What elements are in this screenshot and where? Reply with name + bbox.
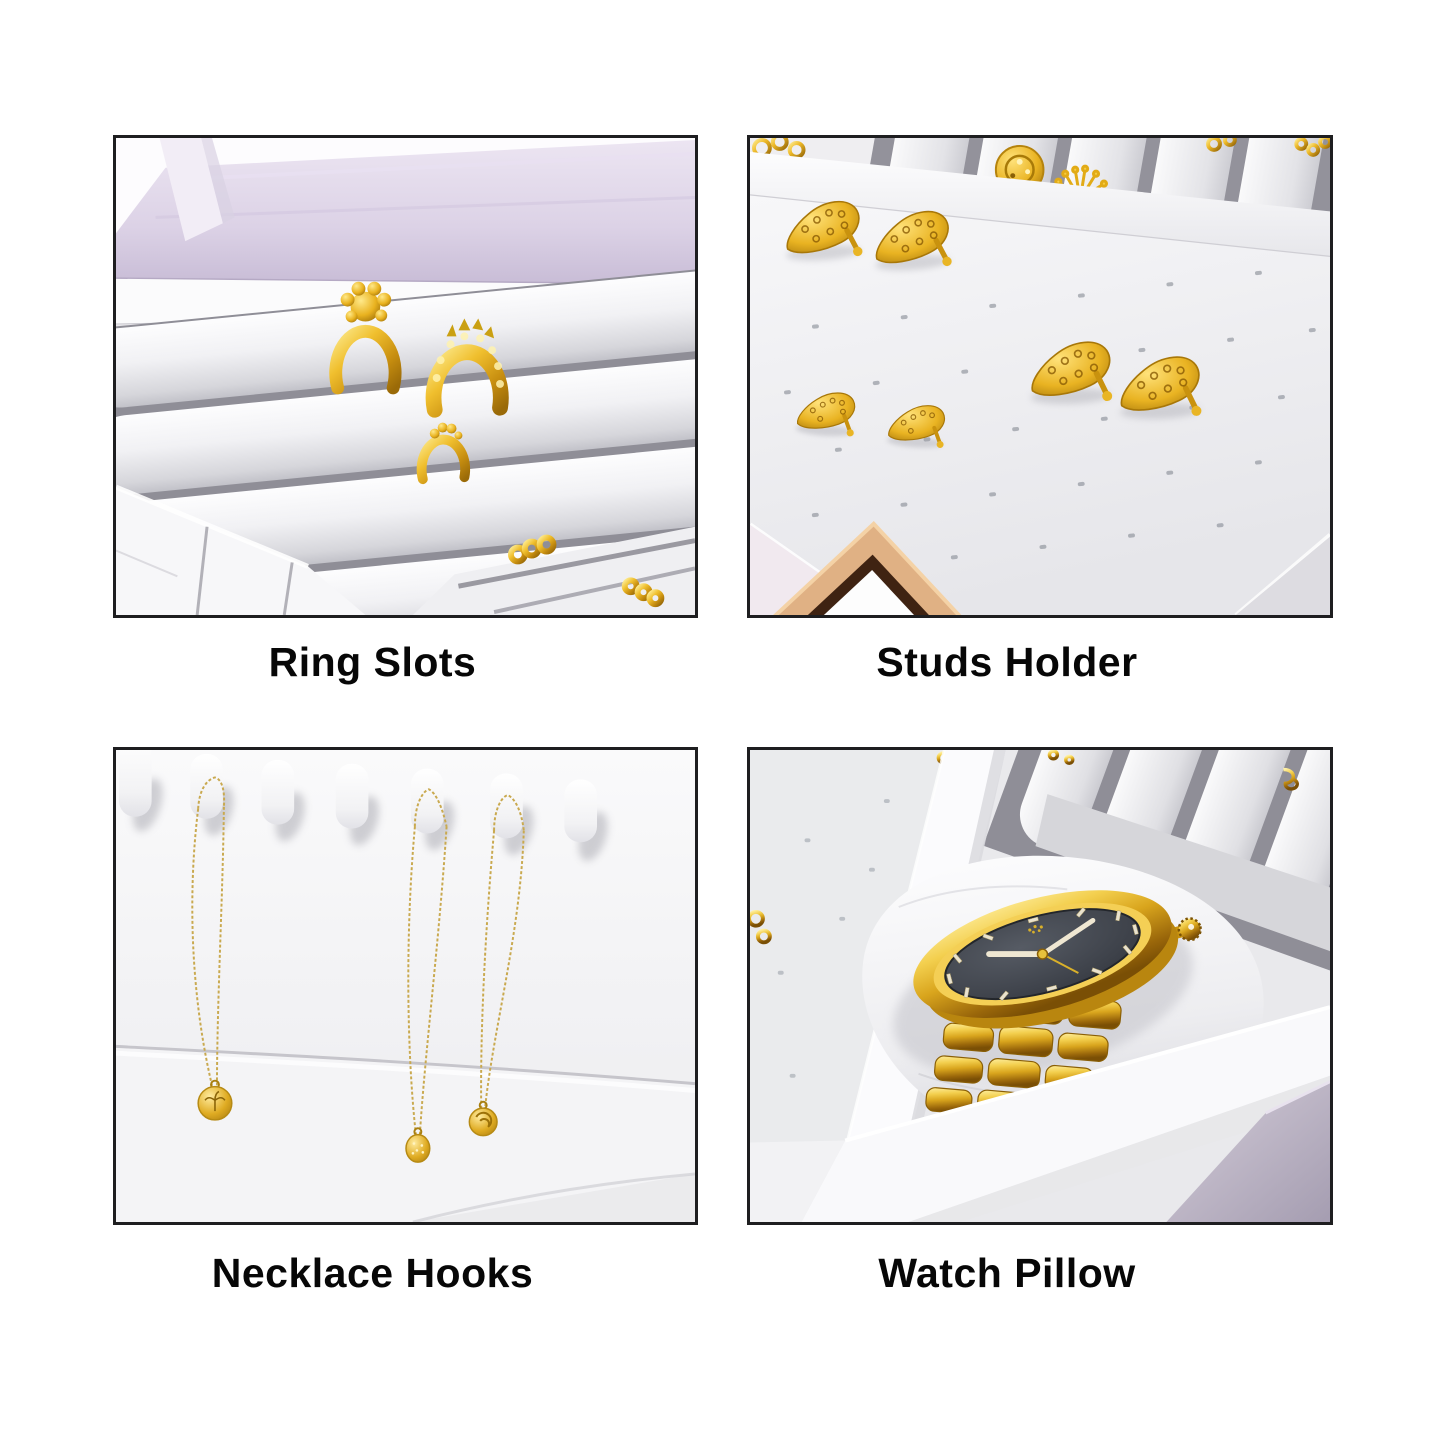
hook: [335, 763, 380, 846]
feature-watch-pillow: Watch Pillow: [747, 747, 1333, 1295]
necklace-hooks-photo: [113, 747, 698, 1225]
gold-chain-pieces: [751, 138, 1330, 159]
gold-ring-small: [416, 422, 471, 485]
lavender-lid: [116, 138, 695, 287]
gold-ring-crown: [329, 281, 402, 395]
pendant-coin: [405, 1127, 431, 1163]
pad-side-shadow: [1235, 536, 1330, 615]
stud-earring: [1119, 355, 1202, 419]
box-exterior: [750, 1080, 1330, 1222]
hook: [490, 773, 534, 856]
hour-markers: [946, 907, 1139, 1002]
necklace-hook-row: [118, 750, 608, 861]
feature-ring-slots: Ring Slots: [113, 135, 698, 684]
necklace: [407, 788, 448, 1135]
necklace: [480, 794, 525, 1108]
feature-studs-holder: Studs Holder: [747, 135, 1333, 684]
hook: [564, 779, 608, 861]
leather-crease: [116, 1044, 695, 1222]
caption-watch-pillow: Watch Pillow: [878, 1250, 1136, 1296]
studs-holder-photo: [747, 135, 1333, 618]
gold-watch: [893, 890, 1202, 1153]
caption-ring-slots: Ring Slots: [268, 639, 477, 685]
mirror: [750, 521, 1022, 615]
hook: [410, 768, 455, 851]
tray-front-wall: [116, 484, 366, 615]
stud-earring: [783, 199, 863, 261]
feature-necklace-hooks: Necklace Hooks: [113, 747, 698, 1295]
stud-earring: [795, 389, 857, 437]
stud-earring: [1029, 340, 1113, 405]
hook: [261, 759, 305, 842]
necklace: [191, 776, 226, 1090]
ring-slots-photo: [113, 135, 698, 618]
stud-pad-corner: [750, 750, 945, 1222]
caption-necklace-hooks: Necklace Hooks: [211, 1250, 534, 1296]
gold-ring-ornate: [425, 318, 509, 418]
pendant-medallion: [197, 1079, 233, 1121]
watch-hands: [986, 917, 1096, 974]
gold-bracelet-piece: [507, 534, 665, 608]
stud-earring: [872, 209, 952, 271]
side-compartment: [412, 526, 695, 615]
hook: [118, 750, 163, 832]
watch-pillow-photo: [747, 747, 1333, 1225]
compartment-back-wall: [1035, 794, 1330, 952]
box-front: [750, 524, 879, 615]
compartment-front-wall: [801, 1005, 1330, 1222]
caption-studs-holder: Studs Holder: [876, 639, 1138, 685]
stud-earring: [886, 402, 946, 449]
pendant-rose: [468, 1100, 498, 1137]
